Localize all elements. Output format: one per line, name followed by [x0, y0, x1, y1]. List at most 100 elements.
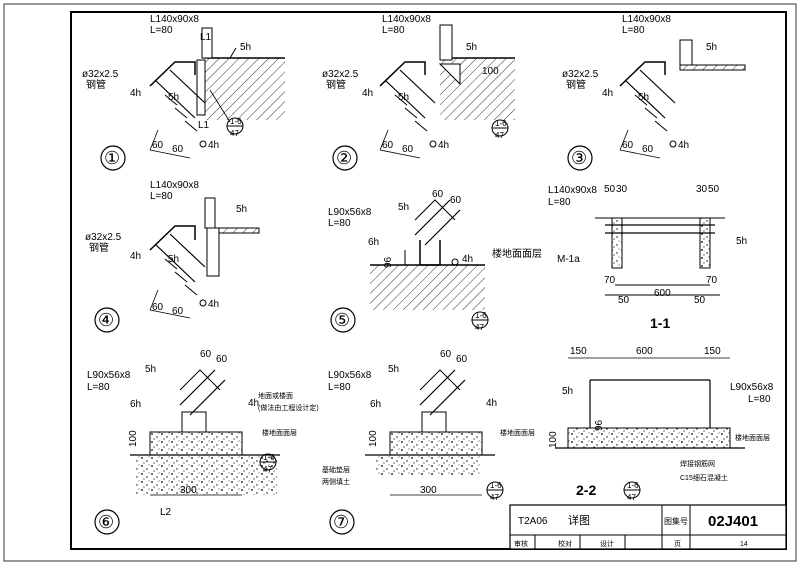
d7-label-1: L=80	[328, 382, 351, 393]
d1-label-2: ø32x2.5	[82, 69, 119, 80]
s11-label-0: L140x90x8	[548, 185, 597, 196]
s22-label-3: 5h	[562, 386, 573, 397]
d5-label-3: 96	[383, 256, 394, 268]
d1-label-9: 5h	[168, 92, 179, 103]
d3-label-6: 4h	[678, 140, 689, 151]
d2-ref-top: 1-6	[495, 119, 507, 128]
d3-label-9: 5h	[638, 92, 649, 103]
detail-4: L140x90x8 L=80 ø32x2.5 钢管 5h 4h 4h 60 60…	[85, 180, 260, 333]
d4-label-6: 4h	[208, 299, 219, 310]
d7-label-2: 5h	[388, 364, 399, 375]
section-1-1-title: 1-1	[650, 315, 670, 331]
d5-label-2: 6h	[368, 237, 379, 248]
d6-ref-bottom: 47	[263, 465, 272, 474]
d7-label-5: 60	[440, 349, 452, 360]
d7-label-0: L90x56x8	[328, 370, 372, 381]
d4-label-5: 4h	[130, 251, 141, 262]
d5-label-1: L=80	[328, 218, 351, 229]
d1-label-3: 钢管	[86, 78, 106, 91]
section-2-2: 150 600 150 5h L90x56x8 L=80 100 96 楼地面面…	[548, 346, 774, 502]
section-2-2-title: 2-2	[576, 482, 596, 498]
d2-label-5: 4h	[362, 88, 373, 99]
s22-label-0: 150	[570, 346, 587, 357]
d2-ref-bottom: 47	[495, 131, 504, 140]
s22-ref-bottom: 47	[627, 493, 636, 502]
d6-label-11: (做法由工程设计定)	[258, 403, 319, 412]
s11-label-9: 70	[706, 275, 718, 286]
d2-label-2: ø32x2.5	[322, 69, 359, 80]
d7-label-11: 两侧填土	[322, 477, 350, 486]
d1-ref-top: 1-6	[230, 117, 242, 126]
d5-label-5: 60	[432, 189, 444, 200]
s22-label-8: 楼地面面层	[735, 433, 770, 442]
s11-label-2: 50	[604, 184, 616, 195]
s22-ref-top: 1-6	[627, 481, 639, 490]
d5-label-6: 60	[450, 195, 462, 206]
d3-label-7: 60	[622, 140, 634, 151]
d6-label-6: 60	[216, 354, 228, 365]
drawing-frame	[70, 11, 787, 550]
d2-label-9: 5h	[398, 92, 409, 103]
d2-label-8: 60	[402, 144, 414, 155]
s22-label-2: 150	[704, 346, 721, 357]
s22-label-1: 600	[636, 346, 653, 357]
d1-label-5: 4h	[130, 88, 141, 99]
d1-label-1: L=80	[150, 25, 173, 36]
d2-label-7: 60	[382, 140, 394, 151]
d2-number: ②	[336, 148, 352, 168]
s11-label-12: 50	[694, 295, 706, 306]
section-1-1: L140x90x8 L=80 50 30 30 50 M-1a 5h 70 70…	[548, 184, 747, 331]
sheet-code: T2A06	[518, 516, 548, 527]
page-label: 页	[674, 540, 681, 548]
s22-label-4: L90x56x8	[730, 382, 774, 393]
detail-3: L140x90x8 L=80 ø32x2.5 钢管 5h 4h 4h 60 60…	[562, 14, 746, 171]
d7-label-3: 6h	[370, 399, 381, 410]
d4-label-0: L140x90x8	[150, 180, 199, 191]
d4-label-4: 5h	[236, 204, 247, 215]
d2-label-6: 4h	[438, 140, 449, 151]
d5-ref-top: 1-6	[475, 311, 487, 320]
d1-label-11: L1	[198, 120, 210, 131]
d3-label-0: L140x90x8	[622, 14, 671, 25]
s22-label-10: C15细石混凝土	[680, 473, 728, 482]
review-label: 审核	[514, 539, 528, 548]
d1-label-10: L1	[200, 32, 212, 43]
s11-label-6: M-1a	[557, 254, 580, 265]
d3-label-1: L=80	[622, 25, 645, 36]
d6-label-12: 楼地面面层	[262, 428, 297, 437]
title-block: T2A06 详图 图集号 02J401 审核 校对 设计 页 14	[509, 504, 787, 550]
d7-label-9: 楼地面面层	[500, 428, 535, 437]
d3-label-4: 5h	[706, 42, 717, 53]
s11-label-8: 70	[604, 275, 616, 286]
d5-ref-bottom: 47	[475, 323, 484, 332]
detail-1: L140x90x8 L=80 ø32x2.5 钢管 5h 4h 4h 60 60…	[82, 14, 285, 171]
d7-label-6: 60	[456, 354, 468, 365]
detail-7: L90x56x8 L=80 5h 6h 4h 60 60 100 300 楼地面…	[322, 349, 535, 535]
d1-label-4: 5h	[240, 42, 251, 53]
d7-number: ⑦	[333, 512, 349, 532]
d6-label-5: 60	[200, 349, 212, 360]
d6-label-10: 地面或楼面	[258, 391, 293, 400]
d6-label-1: L=80	[87, 382, 110, 393]
d3-label-2: ø32x2.5	[562, 69, 599, 80]
d6-label-0: L90x56x8	[87, 370, 131, 381]
d7-label-8: 300	[420, 485, 437, 496]
d3-number: ③	[571, 148, 587, 168]
d4-label-2: ø32x2.5	[85, 232, 122, 243]
s11-label-1: L=80	[548, 197, 571, 208]
d2-label-1: L=80	[382, 25, 405, 36]
s22-label-5: L=80	[748, 394, 771, 405]
d5-number: ⑤	[334, 310, 350, 330]
d1-label-8: 60	[172, 144, 184, 155]
d7-ref-bottom: 47	[490, 493, 499, 502]
paper-border	[3, 3, 797, 562]
d4-label-7: 60	[152, 302, 164, 313]
d4-label-1: L=80	[150, 191, 173, 202]
d4-label-9: 5h	[168, 254, 179, 265]
d4-number: ④	[98, 310, 114, 330]
d2-label-4: 5h	[466, 42, 477, 53]
s11-label-7: 5h	[736, 236, 747, 247]
page-number: 14	[740, 541, 748, 548]
d1-number: ①	[104, 148, 120, 168]
